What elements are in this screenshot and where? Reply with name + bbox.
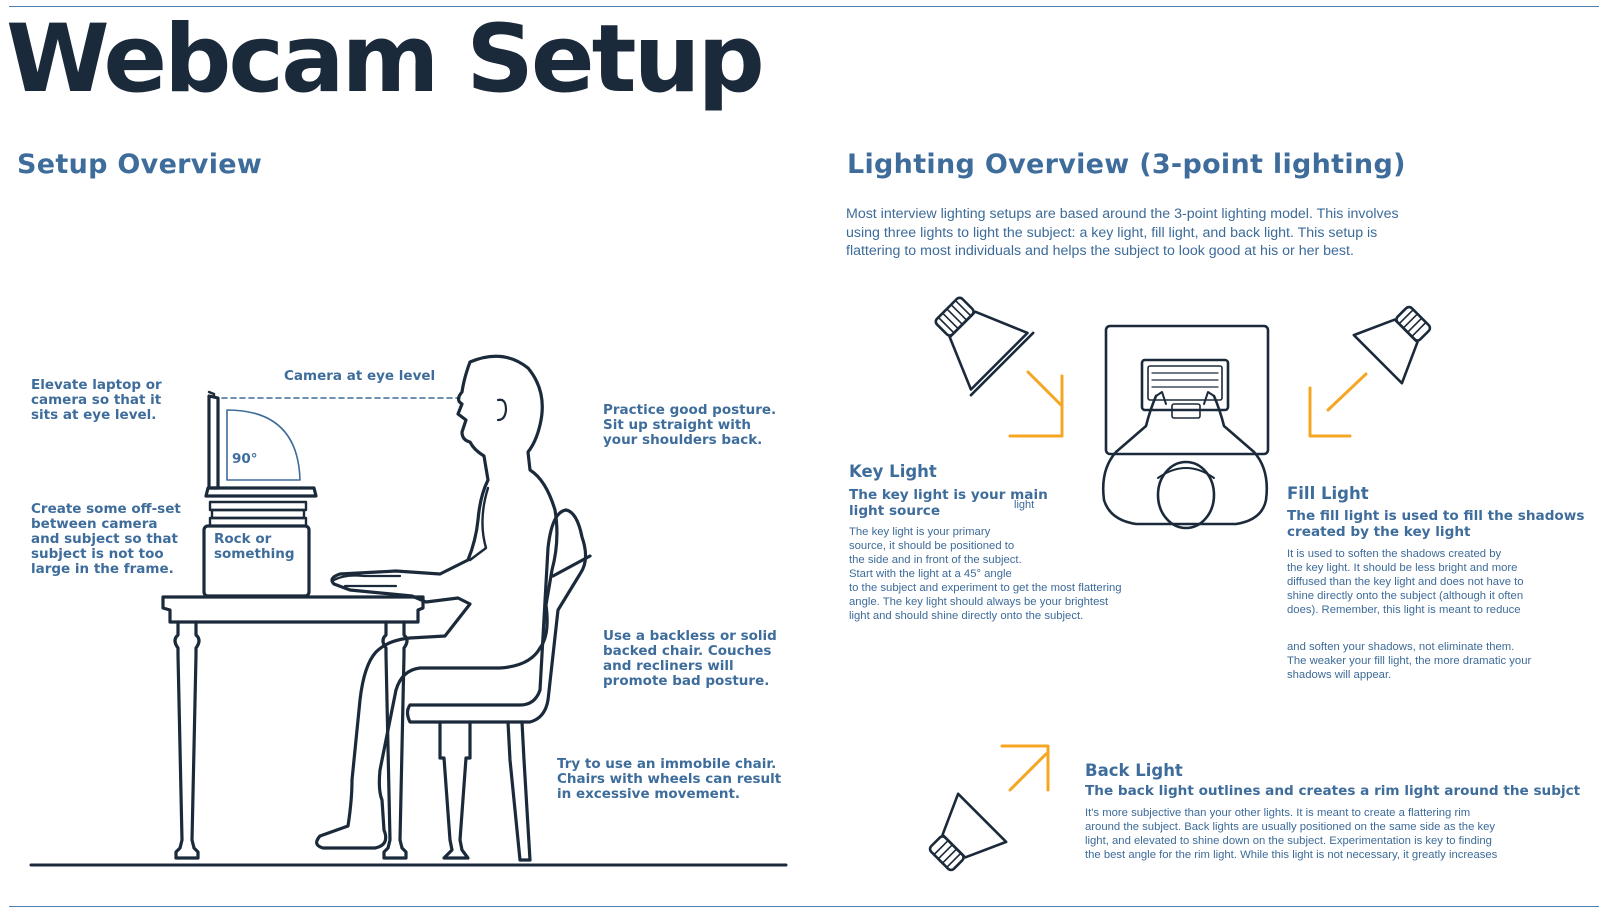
- back-light-heading: Back Light: [1085, 761, 1183, 780]
- subject-top-view-icon: [1101, 324, 1270, 530]
- top-rule: [9, 6, 1599, 7]
- lighting-overview-title: Lighting Overview (3-point lighting): [847, 149, 1406, 180]
- fill-light-body: It is used to soften the shadows created…: [1287, 548, 1524, 616]
- fill-arrow-icon: [1308, 372, 1368, 438]
- back-light-body: It's more subjective than your other lig…: [1085, 807, 1498, 861]
- fill-light-body-continued: and soften your shadows, not eliminate t…: [1287, 641, 1532, 681]
- eye-level-label: Camera at eye level: [284, 368, 436, 384]
- key-light-stray-label: light: [1014, 499, 1035, 511]
- back-light-icon: [928, 792, 1008, 872]
- fill-light-heading: Fill Light: [1287, 484, 1369, 503]
- immobile-label: Try to use an immobile chair. Chairs wit…: [557, 756, 782, 802]
- fill-light-subheading: The fill light is used to fill the shado…: [1287, 508, 1585, 540]
- setup-overview-title: Setup Overview: [17, 149, 263, 180]
- posture-label: Practice good posture. Sit up straight w…: [603, 402, 777, 448]
- elevate-label: Elevate laptop or camera so that it sits…: [31, 377, 162, 423]
- bottom-rule: [9, 906, 1599, 907]
- back-light-subheading: The back light outlines and creates a ri…: [1085, 783, 1581, 799]
- key-arrow-icon: [1008, 370, 1064, 438]
- lighting-intro: Most interview lighting setups are based…: [846, 206, 1399, 259]
- key-light-subheading: The key light is your main light source: [849, 487, 1048, 519]
- key-light-body: The key light is your primary source, it…: [849, 526, 1122, 622]
- back-arrow-icon: [1000, 744, 1050, 792]
- desk-setup-illustration: [29, 354, 788, 867]
- angle-label: 90°: [232, 451, 258, 467]
- offset-label: Create some off-set between camera and s…: [31, 501, 181, 577]
- page-title: Webcam Setup: [6, 5, 765, 114]
- person: [315, 354, 559, 850]
- key-light-icon: [934, 296, 1035, 397]
- chair-label: Use a backless or solid backed chair. Co…: [603, 628, 777, 689]
- fill-light-icon: [1352, 305, 1432, 385]
- laptop: [204, 486, 318, 498]
- chair: [405, 508, 588, 724]
- angle-marker: [226, 409, 301, 481]
- rock-label: Rock or something: [214, 531, 295, 562]
- key-light-heading: Key Light: [849, 462, 937, 481]
